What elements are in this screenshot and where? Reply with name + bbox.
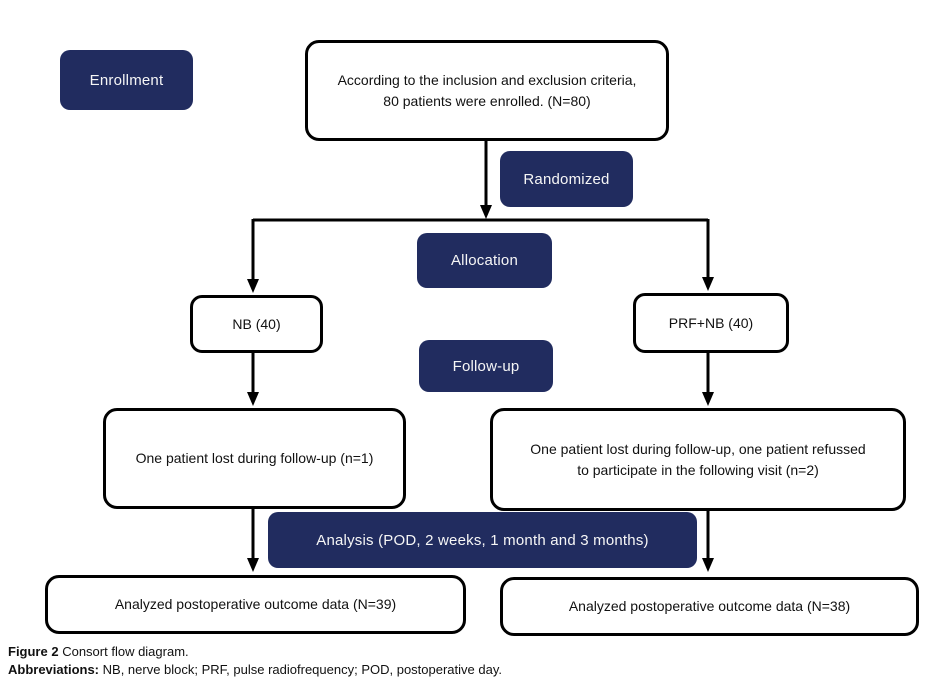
node-arm-nb-text: NB (40) [232, 315, 281, 332]
caption-abbreviations-text: NB, nerve block; PRF, pulse radiofrequen… [102, 662, 502, 677]
node-arm-nb: NB (40) [190, 295, 323, 353]
stage-label-enrollment: Enrollment [60, 50, 193, 110]
node-analyzed-nb-text: Analyzed postoperative outcome data (N=3… [114, 596, 397, 613]
node-loss-prf-nb-text: One patient lost during follow-up, one p… [530, 441, 866, 478]
node-loss-nb: One patient lost during follow-up (n=1) [103, 408, 406, 509]
stage-label-follow-up: Follow-up [419, 340, 553, 392]
node-loss-nb-text: One patient lost during follow-up (n=1) [135, 450, 374, 467]
node-arm-prf-nb: PRF+NB (40) [633, 293, 789, 353]
caption-line-title: Figure 2 Consort flow diagram. [8, 643, 502, 661]
caption-figure-text: Consort flow diagram. [62, 644, 189, 659]
caption-abbreviations-label: Abbreviations: [8, 662, 100, 677]
stage-label-analysis: Analysis (POD, 2 weeks, 1 month and 3 mo… [268, 512, 697, 568]
node-analyzed-prf-nb: Analyzed postoperative outcome data (N=3… [500, 577, 919, 636]
caption-figure-label: Figure 2 [8, 644, 59, 659]
node-loss-prf-nb: One patient lost during follow-up, one p… [490, 408, 906, 511]
node-analyzed-nb: Analyzed postoperative outcome data (N=3… [45, 575, 466, 634]
figure-caption: Figure 2 Consort flow diagram. Abbreviat… [8, 643, 502, 679]
node-analyzed-prf-nb-text: Analyzed postoperative outcome data (N=3… [568, 598, 851, 615]
node-enrolled: According to the inclusion and exclusion… [305, 40, 669, 141]
node-arm-prf-nb-text: PRF+NB (40) [668, 314, 754, 331]
caption-line-abbreviations: Abbreviations: NB, nerve block; PRF, pul… [8, 661, 502, 679]
stage-label-allocation: Allocation [417, 233, 552, 288]
node-enrolled-text: According to the inclusion and exclusion… [337, 72, 637, 109]
stage-label-randomized: Randomized [500, 151, 633, 207]
